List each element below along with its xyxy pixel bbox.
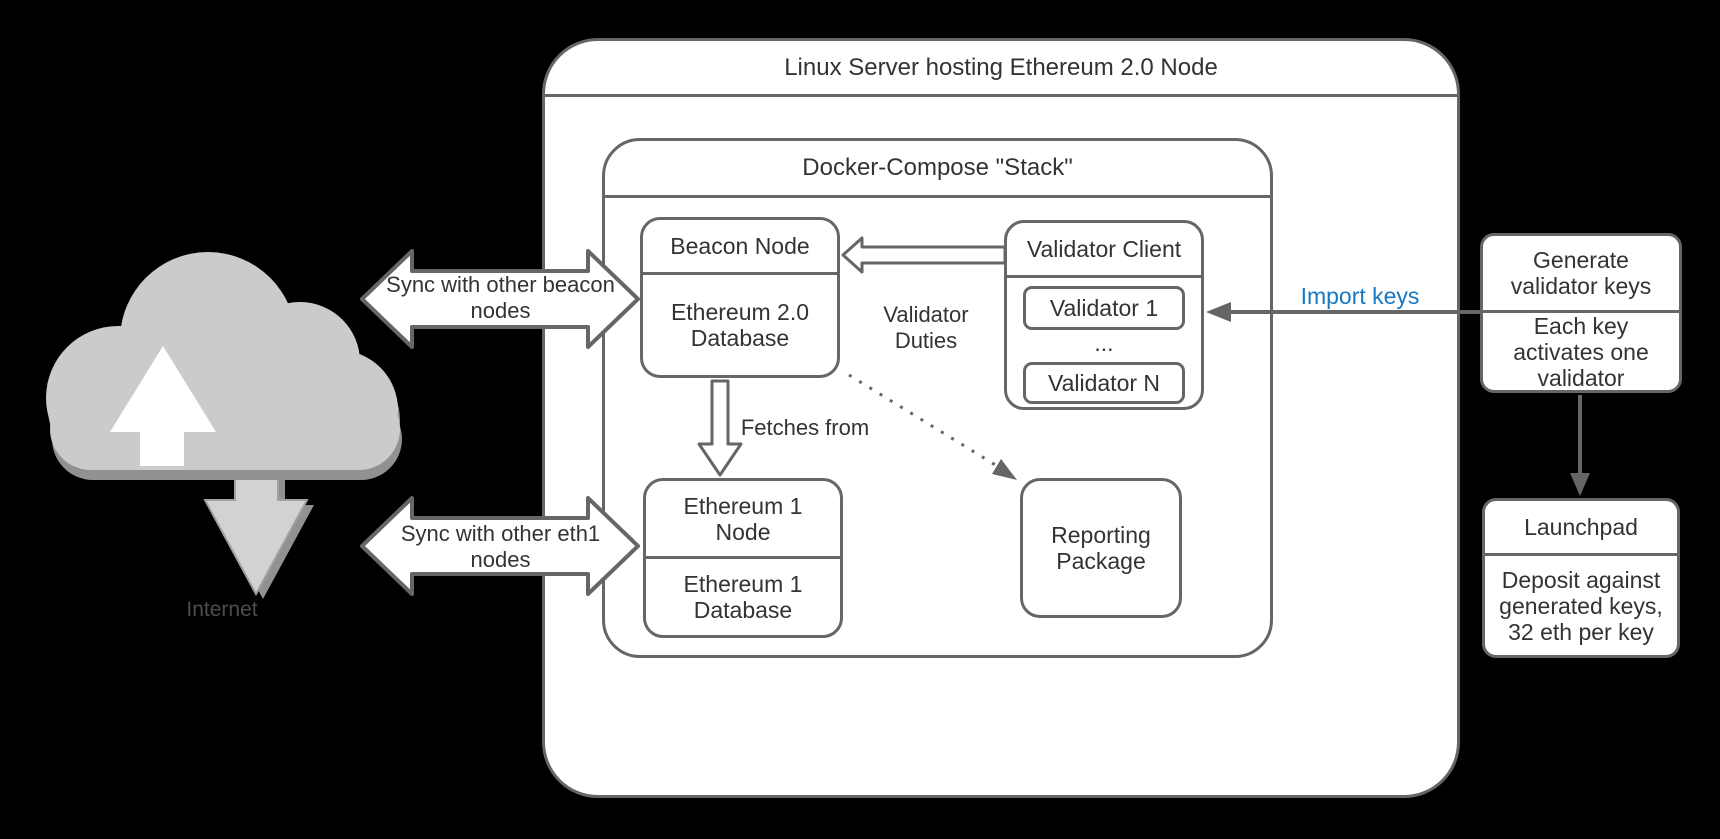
launchpad-title-band: Launchpad (1485, 501, 1677, 556)
ethereum1-node-box: Ethereum 1 Node Ethereum 1 Database (643, 478, 843, 638)
validator-n-label: Validator N (1047, 370, 1161, 396)
validator-ellipsis: ... (1094, 330, 1114, 356)
validator-duties-label: Validator Duties (883, 302, 969, 353)
download-arrow-icon (203, 429, 309, 597)
beacon-node-title: Beacon Node (670, 233, 810, 259)
validator-client-body: Validator 1 ... Validator N (1007, 278, 1201, 407)
sync-eth1-label: Sync with other eth1 nodes (400, 521, 601, 572)
reporting-package-body: Reporting Package (1023, 481, 1179, 615)
generate-keys-label: Generate validator keys (1510, 247, 1652, 299)
ethereum1-node-title-band: Ethereum 1 Node (646, 481, 840, 559)
validator-1-label: Validator 1 (1049, 295, 1159, 321)
validator-n-box: Validator N (1023, 362, 1185, 404)
linux-server-title-band: Linux Server hosting Ethereum 2.0 Node (545, 41, 1457, 97)
download-arrow-shadow (212, 435, 314, 599)
deposit-label: Deposit against generated keys, 32 eth p… (1499, 566, 1663, 645)
launchpad-box: Launchpad Deposit against generated keys… (1482, 498, 1680, 658)
generate-keys-bottom-band: Each key activates one validator (1483, 313, 1679, 391)
beacon-node-box: Beacon Node Ethereum 2.0 Database (640, 217, 840, 378)
internet-cloud-icon (46, 252, 402, 599)
reporting-package-label: Reporting Package (1051, 522, 1151, 574)
ethereum1-node-title: Ethereum 1 Node (683, 492, 803, 545)
sync-beacon-label: Sync with other beacon nodes (386, 272, 615, 323)
validator-client-title-band: Validator Client (1007, 223, 1201, 278)
validator-1-box: Validator 1 (1023, 286, 1185, 330)
validator-client-title: Validator Client (1026, 236, 1182, 262)
launchpad-arrow (1570, 395, 1590, 496)
eth2-database-label: Ethereum 2.0 Database (670, 299, 810, 351)
reporting-package-box: Reporting Package (1020, 478, 1182, 618)
generate-keys-box: Generate validator keys Each key activat… (1480, 233, 1682, 393)
upload-arrow-icon (110, 346, 216, 466)
cloud-body (46, 252, 400, 470)
beacon-node-title-band: Beacon Node (643, 220, 837, 275)
generate-keys-top-band: Generate validator keys (1483, 236, 1679, 313)
linux-server-title: Linux Server hosting Ethereum 2.0 Node (784, 53, 1218, 81)
internet-label: Internet (186, 598, 258, 621)
launchpad-body: Deposit against generated keys, 32 eth p… (1485, 556, 1677, 655)
docker-compose-title: Docker-Compose "Stack" (802, 154, 1073, 181)
ethereum1-node-body: Ethereum 1 Database (646, 559, 840, 635)
ethereum1-database-label: Ethereum 1 Database (683, 571, 803, 623)
import-keys-label: Import keys (1300, 283, 1420, 309)
docker-compose-title-band: Docker-Compose "Stack" (605, 141, 1270, 198)
beacon-node-body: Ethereum 2.0 Database (643, 275, 837, 375)
validator-client-box: Validator Client Validator 1 ... Validat… (1004, 220, 1204, 410)
cloud-shadow (48, 262, 402, 480)
launchpad-title: Launchpad (1524, 514, 1638, 540)
fetches-from-label: Fetches from (740, 415, 870, 440)
key-activates-label: Each key activates one validator (1513, 313, 1649, 391)
